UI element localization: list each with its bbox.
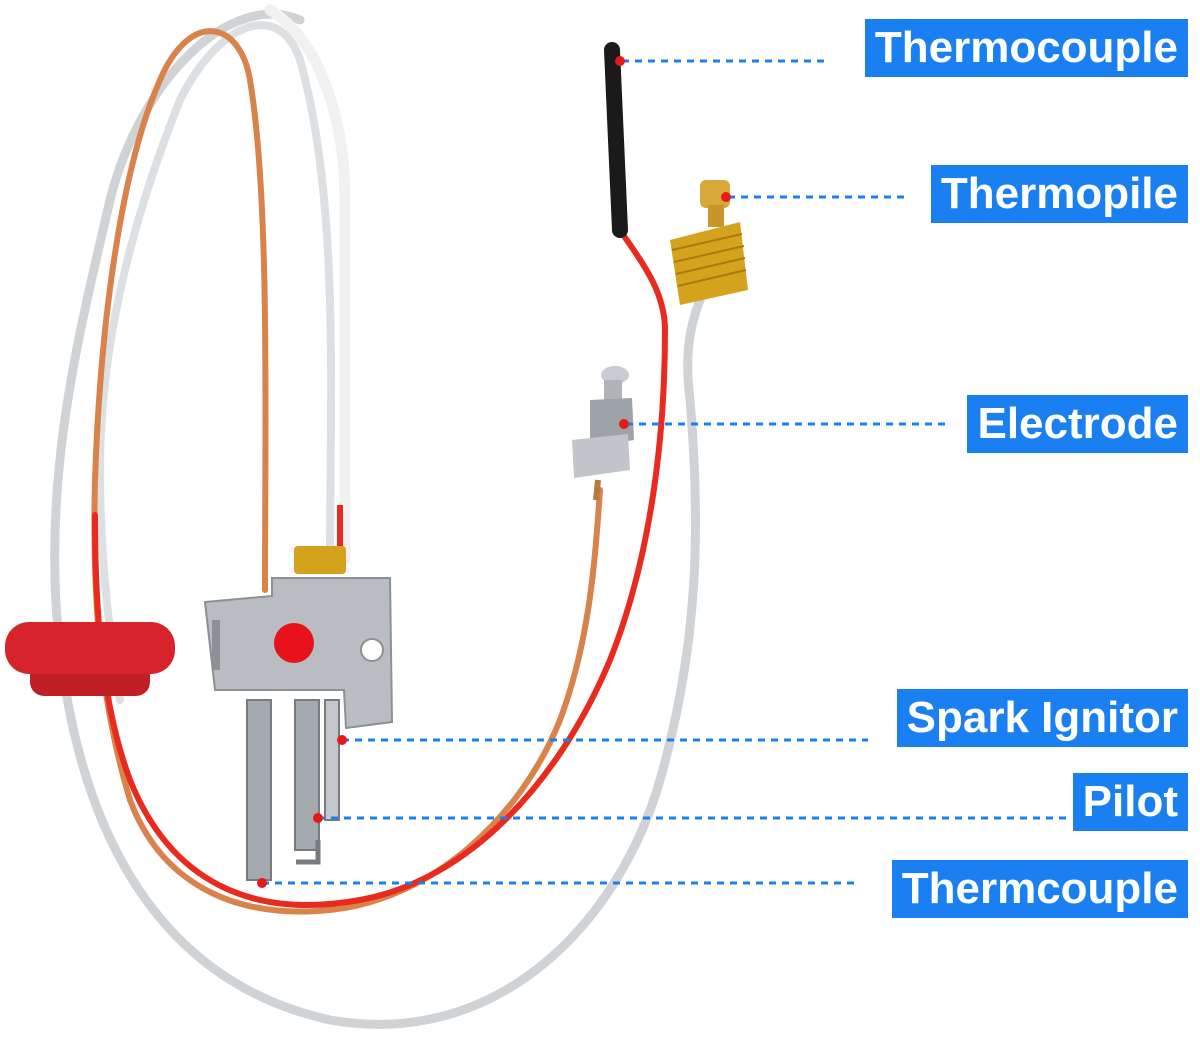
- silver-wire-inner: [95, 21, 336, 704]
- red-wire: [92, 67, 669, 908]
- silver-wire-outer: [50, 9, 705, 1029]
- pilot-tubes: [246, 699, 340, 881]
- callout-pilot: Pilot: [1072, 773, 1188, 831]
- marker-dot-thermocouple-top: [615, 56, 625, 66]
- thermocouple-tip: [604, 42, 628, 238]
- marker-dot-spark-ignitor: [337, 735, 347, 745]
- callout-thermcouple-bottom: Thermcouple: [891, 860, 1188, 918]
- callout-spark-ignitor: Spark Ignitor: [896, 689, 1188, 747]
- marker-dot-thermcouple-bottom: [257, 878, 267, 888]
- white-sheathed-wire: [264, 4, 351, 566]
- callout-thermopile: Thermopile: [930, 165, 1188, 223]
- marker-dot-pilot: [313, 813, 323, 823]
- metal-bracket: [203, 577, 394, 730]
- marker-dot-electrode: [619, 419, 629, 429]
- leader-lines: [262, 59, 1068, 885]
- marker-dots: [257, 56, 731, 888]
- brass-nut: [294, 546, 346, 574]
- thermopile-fitting: [670, 180, 748, 305]
- marker-dot-thermopile: [721, 192, 731, 202]
- electrode-fitting: [572, 366, 634, 501]
- callout-electrode: Electrode: [967, 395, 1188, 453]
- callout-thermocouple-top: Thermocouple: [864, 19, 1188, 77]
- rubber-grommet: [5, 622, 175, 696]
